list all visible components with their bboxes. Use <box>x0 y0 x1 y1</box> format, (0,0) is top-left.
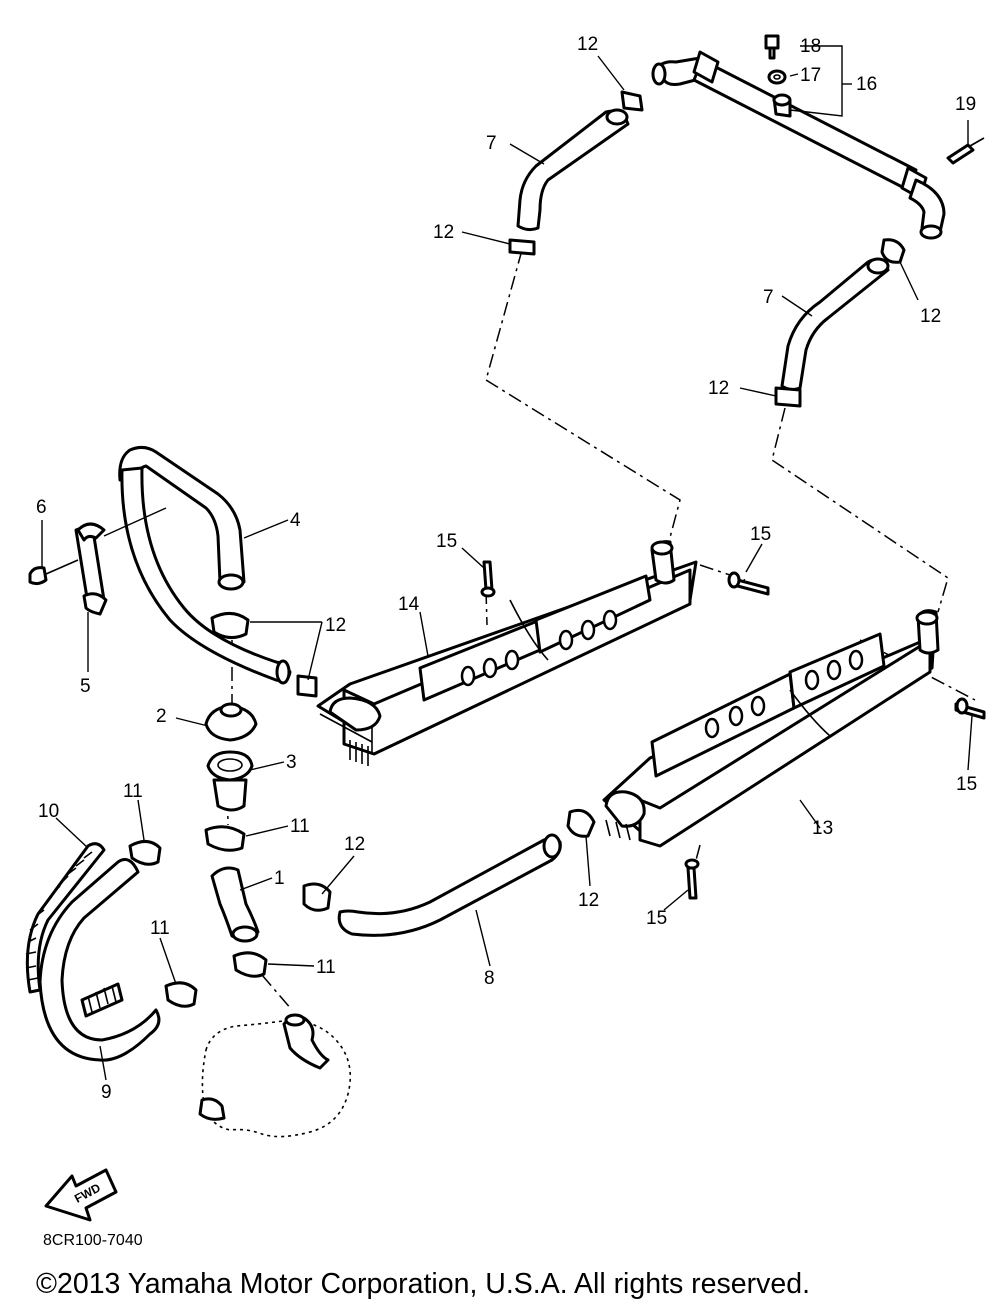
upper-pipe-part-16 <box>651 50 946 240</box>
hose-part-8 <box>337 833 562 937</box>
callout-18: 18 <box>800 36 821 57</box>
heat-exchanger-part-13 <box>602 609 940 848</box>
callout-11-left-lower: 11 <box>150 918 170 939</box>
pin-part-19 <box>946 120 985 165</box>
clamp-part-12-set <box>210 90 906 912</box>
bolt-part-6 <box>28 559 79 586</box>
washer-part-17 <box>767 69 787 85</box>
callout-1: 1 <box>274 868 285 889</box>
filler-neck-part-3 <box>206 750 254 812</box>
hose-part-9 <box>38 858 161 1062</box>
pin-part-15-set <box>480 560 986 900</box>
callout-4: 4 <box>290 510 301 531</box>
callout-2: 2 <box>156 706 167 727</box>
callout-12-lower-right: 12 <box>578 890 599 911</box>
callout-12-center-left: 12 <box>325 615 346 636</box>
hose-part-7-upper <box>516 108 630 232</box>
corrugated-hose-part-10 <box>25 842 106 994</box>
pump-housing-outline <box>198 1013 352 1138</box>
callout-leaders <box>41 45 973 1081</box>
callout-12-right-middle: 12 <box>708 378 729 399</box>
callout-15-right: 15 <box>956 774 977 795</box>
callout-12-left-upper: 12 <box>433 222 454 243</box>
callout-3: 3 <box>286 752 297 773</box>
cap-part-2 <box>204 702 258 742</box>
callout-7-upper: 7 <box>486 133 497 154</box>
callout-11-center: 11 <box>290 816 310 837</box>
callout-15-upper-right: 15 <box>750 524 771 545</box>
callout-14: 14 <box>398 594 420 615</box>
callout-10: 10 <box>38 801 59 822</box>
callout-6: 6 <box>36 497 47 518</box>
bolt-part-18 <box>764 34 780 60</box>
callout-12: 12 <box>577 34 598 55</box>
callout-5: 5 <box>80 676 91 697</box>
callout-labels: 12 18 17 16 19 7 12 7 12 12 4 6 15 15 14… <box>36 34 977 1103</box>
callout-16: 16 <box>856 74 877 95</box>
callout-12-hose-8: 12 <box>344 834 365 855</box>
hose-part-4 <box>118 445 292 685</box>
callout-13: 13 <box>812 818 833 839</box>
callout-11-lower: 11 <box>316 957 336 978</box>
callout-12-right-upper: 12 <box>920 306 941 327</box>
clamp-part-11-set <box>128 825 268 1008</box>
callout-17: 17 <box>800 65 821 86</box>
fwd-arrow-icon: FWD <box>44 1168 118 1222</box>
drawing-code: 8CR100-7040 <box>43 1232 143 1249</box>
hose-part-7-lower <box>780 257 890 392</box>
callout-9: 9 <box>101 1082 112 1103</box>
bracket-part-5 <box>74 522 108 616</box>
callout-19: 19 <box>955 94 976 115</box>
hose-part-1 <box>210 866 260 943</box>
callout-15-lower: 15 <box>646 908 667 929</box>
callout-7-right: 7 <box>763 287 774 308</box>
callout-11-left-upper: 11 <box>123 781 143 802</box>
heat-exchanger-part-14 <box>316 540 698 766</box>
copyright-notice: ©2013 Yamaha Motor Corporation, U.S.A. A… <box>36 1268 810 1300</box>
callout-15-upper: 15 <box>436 531 457 552</box>
callout-8: 8 <box>484 968 495 989</box>
